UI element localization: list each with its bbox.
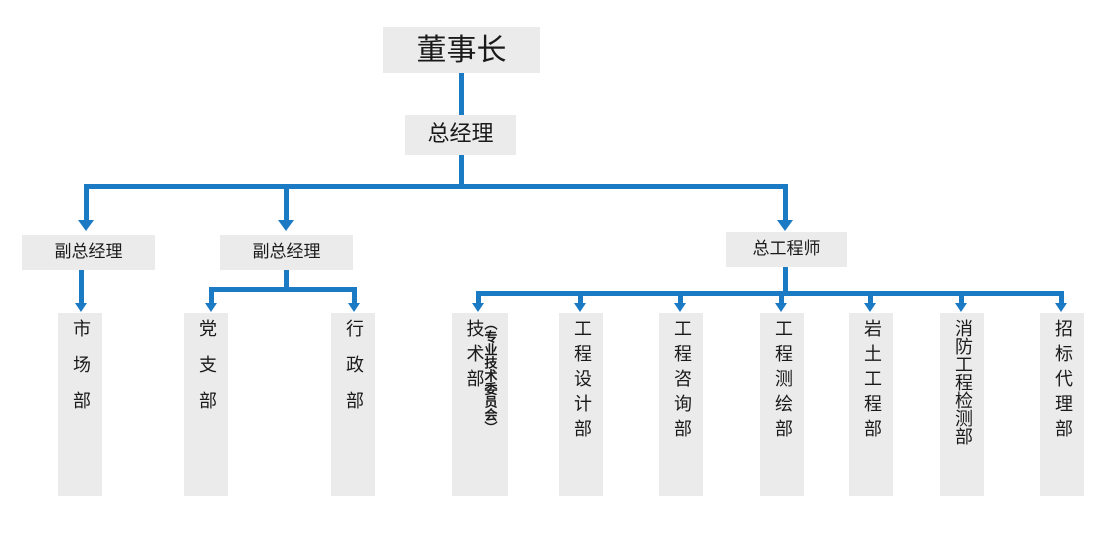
node-chief-engineer[interactable]: 总工程师 — [726, 232, 847, 267]
connector-gm-bus — [84, 184, 788, 189]
connector-deputy2-bus — [209, 287, 357, 292]
dept-label-geotechnical-engineering: 岩土工程部 — [861, 319, 882, 444]
connector-bus-to-dept6 — [779, 291, 784, 305]
arrow-to-dept-4 — [574, 303, 586, 312]
dept-box-engineering-surveying[interactable]: 工程测绘部 — [760, 313, 804, 496]
arrow-to-dept-8 — [955, 303, 967, 312]
dept-box-technology[interactable]: （专业技术委员会） 技术部 — [452, 313, 508, 496]
dept-box-geotechnical-engineering[interactable]: 岩土工程部 — [849, 313, 893, 496]
node-chief-engineer-label: 总工程师 — [752, 239, 821, 260]
dept-note-technology: （专业技术委员会） — [481, 317, 497, 434]
connector-bus-to-deputy2 — [284, 184, 289, 220]
node-chairman[interactable]: 董事长 — [383, 27, 540, 73]
node-deputy-gm-1-label: 副总经理 — [54, 242, 123, 263]
connector-deputy2-drop — [284, 270, 289, 290]
connector-bus-to-dept1 — [209, 287, 214, 303]
connector-bus-to-dept8 — [959, 291, 964, 305]
dept-box-market[interactable]: 市场部 — [58, 313, 102, 496]
connector-chief-engineer-bus — [476, 291, 1064, 296]
arrow-to-chief-engineer — [777, 220, 793, 231]
dept-box-party-branch[interactable]: 党支部 — [184, 313, 228, 496]
dept-label-technology: 技术部 — [463, 319, 485, 394]
dept-label-bidding-agency: 招标代理部 — [1052, 319, 1073, 444]
arrow-to-dept-6 — [775, 303, 787, 312]
connector-chairman-to-gm — [459, 73, 464, 115]
dept-box-engineering-design[interactable]: 工程设计部 — [559, 313, 603, 496]
connector-chief-engineer-drop — [783, 267, 788, 295]
dept-label-engineering-design: 工程设计部 — [571, 319, 592, 444]
dept-label-engineering-surveying: 工程测绘部 — [772, 319, 793, 444]
connector-bus-to-deputy1 — [84, 184, 89, 220]
node-deputy-gm-2[interactable]: 副总经理 — [220, 235, 353, 270]
dept-box-administration[interactable]: 行政部 — [331, 313, 375, 496]
dept-label-administration: 行政部 — [343, 319, 364, 427]
connector-gm-drop — [459, 155, 464, 188]
connector-bus-to-dept3 — [476, 291, 481, 305]
arrow-to-dept-3 — [472, 303, 484, 312]
node-chairman-label: 董事长 — [416, 32, 507, 68]
arrow-to-dept-0 — [75, 303, 87, 312]
dept-box-bidding-agency[interactable]: 招标代理部 — [1040, 313, 1084, 496]
dept-label-fire-engineering-inspection: 消防工程检测部 — [952, 319, 973, 445]
dept-label-engineering-consulting: 工程咨询部 — [671, 319, 692, 444]
node-deputy-gm-1[interactable]: 副总经理 — [22, 235, 155, 270]
arrow-to-dept-7 — [864, 303, 876, 312]
arrow-to-dept-5 — [674, 303, 686, 312]
arrow-to-dept-9 — [1055, 303, 1067, 312]
dept-box-fire-engineering-inspection[interactable]: 消防工程检测部 — [940, 313, 984, 496]
connector-bus-to-chief-engineer — [783, 184, 788, 220]
connector-bus-to-dept2 — [352, 287, 357, 303]
node-general-manager[interactable]: 总经理 — [405, 115, 516, 155]
connector-bus-to-dept4 — [578, 291, 583, 305]
arrow-to-dept-1 — [205, 303, 217, 312]
arrow-to-deputy2 — [278, 220, 294, 231]
node-deputy-gm-2-label: 副总经理 — [252, 242, 321, 263]
node-general-manager-label: 总经理 — [427, 121, 494, 147]
connector-bus-to-dept7 — [868, 291, 873, 305]
connector-bus-to-dept9 — [1059, 291, 1064, 305]
connector-bus-to-dept5 — [678, 291, 683, 305]
arrow-to-dept-2 — [348, 303, 360, 312]
dept-label-party-branch: 党支部 — [196, 319, 217, 427]
dept-box-engineering-consulting[interactable]: 工程咨询部 — [659, 313, 703, 496]
connector-deputy1-to-dept0 — [79, 270, 84, 303]
arrow-to-deputy1 — [78, 220, 94, 231]
dept-label-market: 市场部 — [70, 319, 91, 427]
